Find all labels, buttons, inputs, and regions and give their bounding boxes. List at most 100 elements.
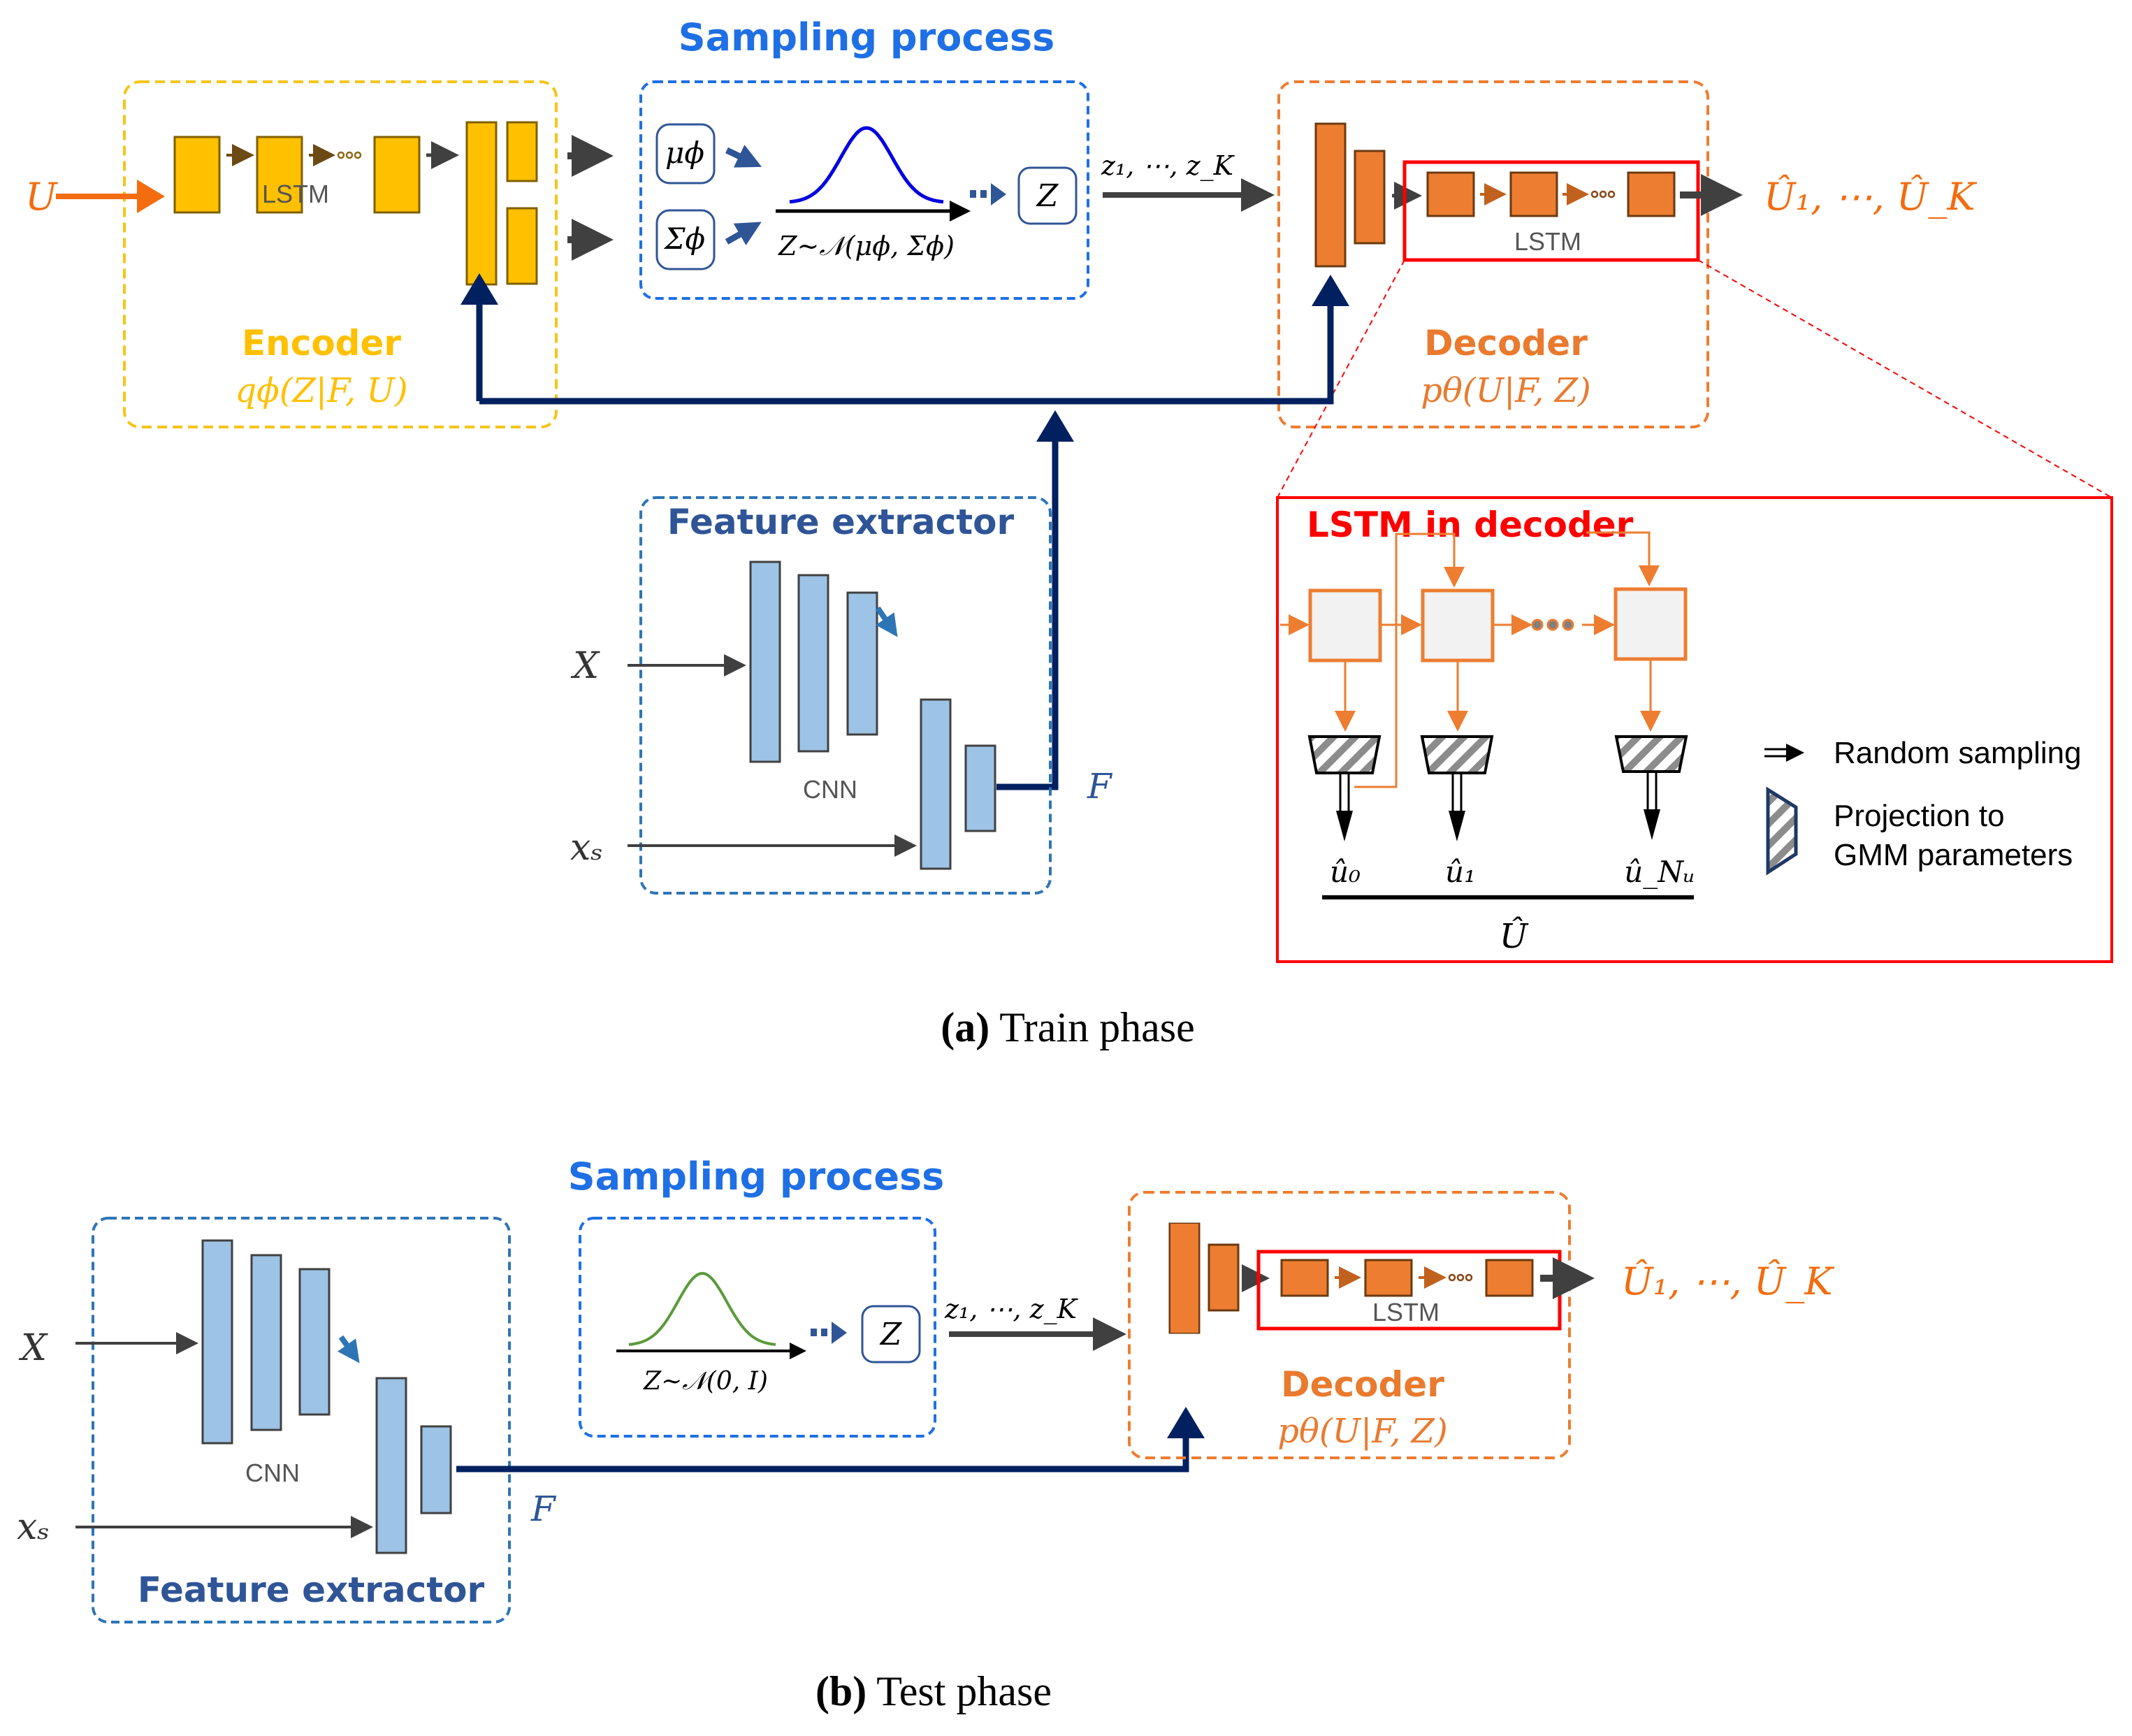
zoom-guide-line [1697, 259, 2112, 498]
encoder-lstm-cell [173, 136, 221, 214]
zoom-guide-line [1277, 259, 1405, 498]
mu-label: μϕ [665, 136, 704, 170]
cnn-flow-arrow [338, 1335, 360, 1364]
sigma-box [655, 209, 716, 270]
train-feature-title: Feature extractor [667, 502, 1015, 542]
sigma-to-dist-arrow [725, 222, 762, 246]
decoder-lstm-cell [1627, 171, 1676, 217]
train-decoder-box [1277, 80, 1709, 428]
ellipsis-dots-icon [1448, 1273, 1473, 1282]
lstm-detail-cell [1421, 588, 1495, 663]
double-arrow-icon [1449, 774, 1465, 841]
test-decoder-title: Decoder [1281, 1364, 1444, 1405]
encoder-sigma-layer [506, 207, 538, 285]
cnn-layer [201, 1239, 233, 1445]
decoder-lstm-cell [1280, 1259, 1329, 1297]
encoder-lstm-cell [256, 136, 303, 214]
test-z-label: Z [879, 1317, 903, 1352]
output-u1: û₁ [1445, 855, 1476, 889]
train-sampling-box [639, 80, 1089, 300]
input-u-label: U [25, 175, 58, 219]
test-z-sequence: z₁, ⋯, z_K [944, 1294, 1079, 1325]
encoder-mu-layer [506, 121, 538, 182]
projection-trapezoid-icon [1766, 786, 1798, 876]
cnn-fusion-layer [920, 698, 952, 870]
train-decoder-formula: pθ(U|F, Z) [1421, 371, 1590, 410]
caption-b-letter: (b) [815, 1668, 866, 1714]
encoder-block: LSTM Encoder qϕ(Z|F, U) [123, 80, 558, 428]
train-cnn-label: CNN [803, 775, 857, 804]
train-z-sequence: z₁, ⋯, z_K [1101, 150, 1235, 182]
test-decoder-box [1128, 1191, 1571, 1459]
mu-box [655, 123, 716, 185]
train-sampling-block: μϕ Σϕ Z∼𝒩(μϕ, Σϕ) Z [639, 80, 1089, 300]
cnn-fusion-layer [375, 1377, 407, 1554]
double-arrow-icon [1764, 744, 1804, 762]
train-feature-extractor-block: Feature extractor CNN [639, 496, 1052, 895]
ellipsis-dots-icon [1590, 190, 1616, 198]
dotted-arrow-icon [811, 1322, 847, 1344]
test-sampling-title: Sampling process [568, 1155, 944, 1199]
legend-projection-label-1: Projection to [1834, 799, 2005, 833]
ellipsis-dots-icon [337, 151, 362, 159]
test-cnn-label: CNN [245, 1459, 300, 1487]
encoder-title: Encoder [242, 323, 401, 363]
test-dist-formula: Z∼𝒩(0, I) [643, 1367, 768, 1396]
encoder-lstm-label: LSTM [262, 180, 329, 208]
caption-b-text: Test phase [876, 1668, 1052, 1714]
train-feature-f-label: F [1087, 766, 1113, 806]
test-decoder-lstm-label: LSTM [1372, 1298, 1440, 1326]
output-u0: û₀ [1330, 855, 1361, 889]
caption-a: (a)Train phase [941, 1004, 1194, 1050]
test-sampling-block: Z∼𝒩(0, I) Z [579, 1217, 936, 1438]
test-z-box [861, 1305, 921, 1364]
test-feature-box [92, 1217, 511, 1623]
test-feature-route [456, 1417, 1189, 1473]
test-feature-f-label: F [530, 1489, 557, 1529]
output-u-n: û_Nᵤ [1624, 855, 1695, 889]
encoder-box [123, 80, 558, 428]
train-decoder-block: LSTM Decoder pθ(U|F, Z) [1277, 80, 1709, 428]
train-input-xs-label: xₛ [570, 827, 603, 869]
decoder-lstm-cell [1426, 171, 1475, 217]
cnn-layer [298, 1268, 331, 1416]
decoder-lstm-label: LSTM [1514, 227, 1581, 256]
decoder-lstm-cell [1364, 1259, 1413, 1297]
double-arrow-icon [1644, 773, 1660, 840]
lstm-detail-panel: LSTM in decoder [1276, 496, 2113, 963]
ellipsis-dots-icon [1531, 619, 1574, 631]
sigma-label: Σϕ [663, 222, 705, 256]
cnn-layer [797, 574, 829, 753]
double-arrow-icon [1336, 774, 1353, 841]
encoder-dense-layer [465, 121, 498, 286]
cnn-flow-arrow [875, 606, 898, 637]
lstm-detail-cell [1308, 588, 1382, 663]
dotted-arrow-icon [970, 183, 1006, 205]
cnn-layer [749, 560, 781, 763]
train-sampling-title: Sampling process [679, 15, 1054, 59]
sample-feedback-route [1586, 531, 1660, 586]
legend-random-sampling: Random sampling [1764, 736, 2082, 770]
sample-feedback-route [1354, 533, 1465, 788]
lstm-detail-title: LSTM in decoder [1307, 505, 1634, 545]
cnn-output-layer [964, 744, 996, 832]
legend-projection-label-2: GMM parameters [1834, 838, 2073, 872]
mu-to-dist-arrow [725, 145, 762, 168]
decoder-lstm-cell [1485, 1259, 1534, 1297]
train-decoder-title: Decoder [1424, 323, 1588, 363]
decoder-dense-fill [1170, 1224, 1198, 1333]
legend-random-sampling-label: Random sampling [1834, 736, 2082, 770]
test-feature-title: Feature extractor [138, 1570, 485, 1610]
decoder-lstm-cell [1509, 171, 1558, 217]
sequence-label: Û [1500, 916, 1529, 956]
cnn-layer [846, 591, 878, 736]
feature-f-route [996, 415, 1059, 790]
projection-trapezoid-icon [1307, 735, 1382, 774]
test-decoder-formula: pθ(U|F, Z) [1277, 1412, 1447, 1451]
encoder-formula: qϕ(Z|F, U) [235, 371, 407, 410]
legend-projection: Projection to GMM parameters [1766, 786, 2073, 876]
z-box [1017, 166, 1078, 225]
lstm-detail-cell [1613, 587, 1688, 661]
gaussian-curve-train [789, 126, 944, 204]
